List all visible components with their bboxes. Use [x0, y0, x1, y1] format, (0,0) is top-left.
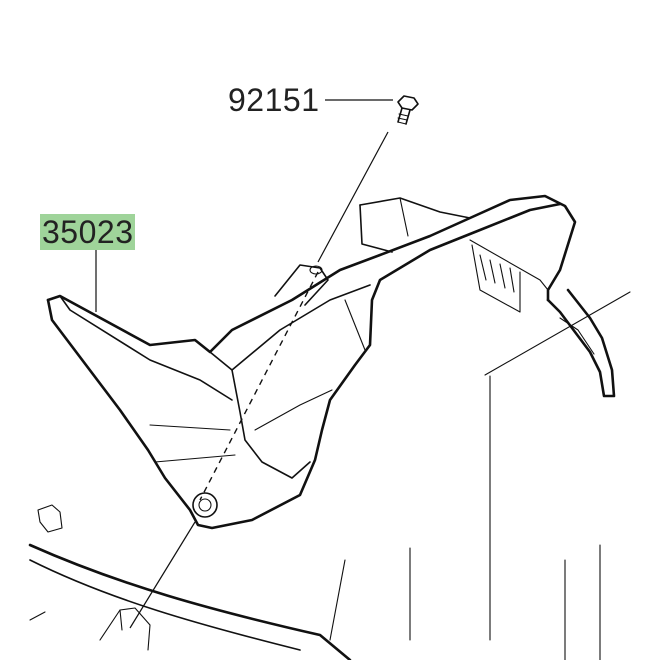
frame-outline: [329, 291, 631, 660]
part-number-label-cover[interactable]: 35023: [40, 214, 136, 250]
rear-fender-cover: [46, 194, 616, 530]
seat-rail: [28, 504, 352, 660]
leader-lines: [95, 99, 393, 312]
assembly-lines: [129, 131, 389, 629]
part-number-label-screw[interactable]: 92151: [228, 82, 320, 118]
screw-icon: [397, 95, 419, 125]
